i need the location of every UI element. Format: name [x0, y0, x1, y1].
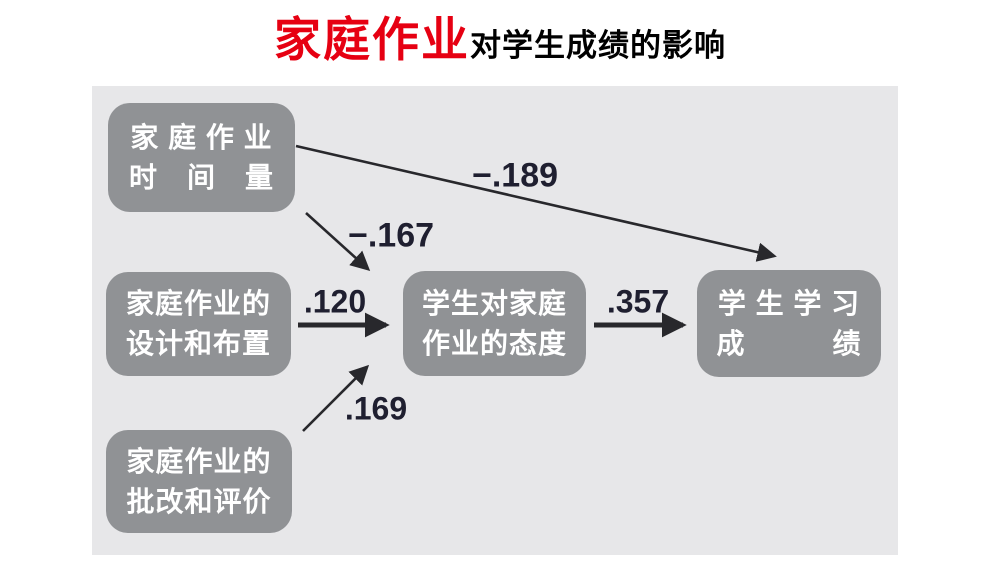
node-text: 家 庭 作 业 [130, 121, 273, 153]
node-student-achievement: 学 生 学 习 成 绩 [697, 270, 881, 377]
node-text: 家庭作业的 [125, 288, 271, 319]
page-title: 家庭作业对学生成绩的影响 [0, 8, 1000, 84]
node-text: 学生对家庭 [421, 287, 567, 319]
node-text: 设计和布置 [125, 328, 271, 359]
node-homework-design: 家庭作业的 设计和布置 [106, 272, 291, 376]
node-homework-feedback: 家庭作业的 批改和评价 [106, 430, 292, 533]
edge-label-time-achievement: −.189 [471, 156, 559, 195]
arrow-time-attitude [305, 212, 371, 271]
node-text: 批改和评价 [126, 485, 272, 517]
node-text: 家庭作业的 [126, 445, 272, 477]
node-text: 作业的态度 [421, 327, 567, 359]
node-text: 学 生 学 习 [717, 287, 861, 319]
edge-label-feedback-attitude: .169 [344, 390, 408, 427]
node-text: 成 绩 [716, 327, 862, 359]
title-rest: 对学生成绩的影响 [470, 28, 726, 63]
node-homework-time: 家 庭 作 业 时 间 量 [108, 103, 295, 212]
edge-label-attitude-achievement: .357 [606, 283, 670, 320]
arrow-feedback-attitude [302, 364, 370, 432]
title-highlight: 家庭作业 [274, 13, 470, 66]
edge-label-design-attitude: .120 [303, 283, 367, 320]
node-text: 时 间 量 [128, 161, 274, 193]
edge-label-time-attitude: −.167 [347, 216, 435, 255]
node-student-attitude: 学生对家庭 作业的态度 [403, 271, 586, 376]
arrow-time-achievement [295, 144, 777, 262]
